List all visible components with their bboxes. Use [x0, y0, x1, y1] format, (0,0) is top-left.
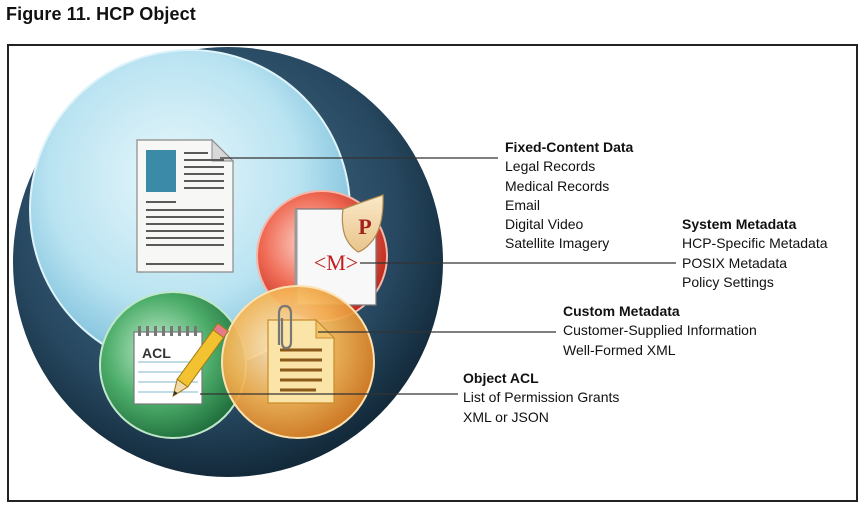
system-metadata-item: HCP-Specific Metadata	[682, 235, 828, 252]
fixed-content-label: Fixed-Content Data Legal Records Medical…	[505, 138, 633, 254]
acl-label-text: ACL	[142, 345, 171, 361]
fixed-content-heading: Fixed-Content Data	[505, 139, 634, 155]
object-acl-label: Object ACL List of Permission Grants XML…	[463, 369, 619, 427]
object-acl-heading: Object ACL	[463, 370, 539, 386]
fixed-content-item: Legal Records	[505, 158, 596, 175]
figure-frame	[7, 44, 858, 502]
system-metadata-heading: System Metadata	[682, 216, 797, 232]
document-icon	[136, 138, 235, 273]
shield-letter: P	[358, 214, 371, 239]
metadata-tag-text: <M>	[314, 250, 358, 275]
fixed-content-item: Email	[505, 196, 541, 213]
paperclip-document-icon	[267, 304, 336, 404]
fixed-content-item: Medical Records	[505, 177, 610, 194]
system-metadata-item: POSIX Metadata	[682, 254, 788, 271]
shield-p-icon: P	[341, 194, 384, 253]
system-metadata-label: System Metadata HCP-Specific Metadata PO…	[682, 215, 828, 292]
object-acl-item: List of Permission Grants	[463, 389, 620, 406]
leader-lines	[200, 157, 676, 395]
acl-notepad-pencil-icon: ACL	[133, 322, 229, 405]
fixed-content-item: Digital Video	[505, 216, 584, 233]
custom-metadata-heading: Custom Metadata	[563, 303, 680, 319]
custom-metadata-item: Customer-Supplied Information	[563, 322, 757, 339]
fixed-content-item: Satellite Imagery	[505, 235, 610, 252]
custom-metadata-item: Well-Formed XML	[563, 341, 676, 358]
system-metadata-item: Policy Settings	[682, 273, 774, 290]
custom-metadata-label: Custom Metadata Customer-Supplied Inform…	[563, 302, 757, 360]
object-acl-item: XML or JSON	[463, 408, 549, 425]
figure-title: Figure 11. HCP Object	[6, 4, 196, 24]
